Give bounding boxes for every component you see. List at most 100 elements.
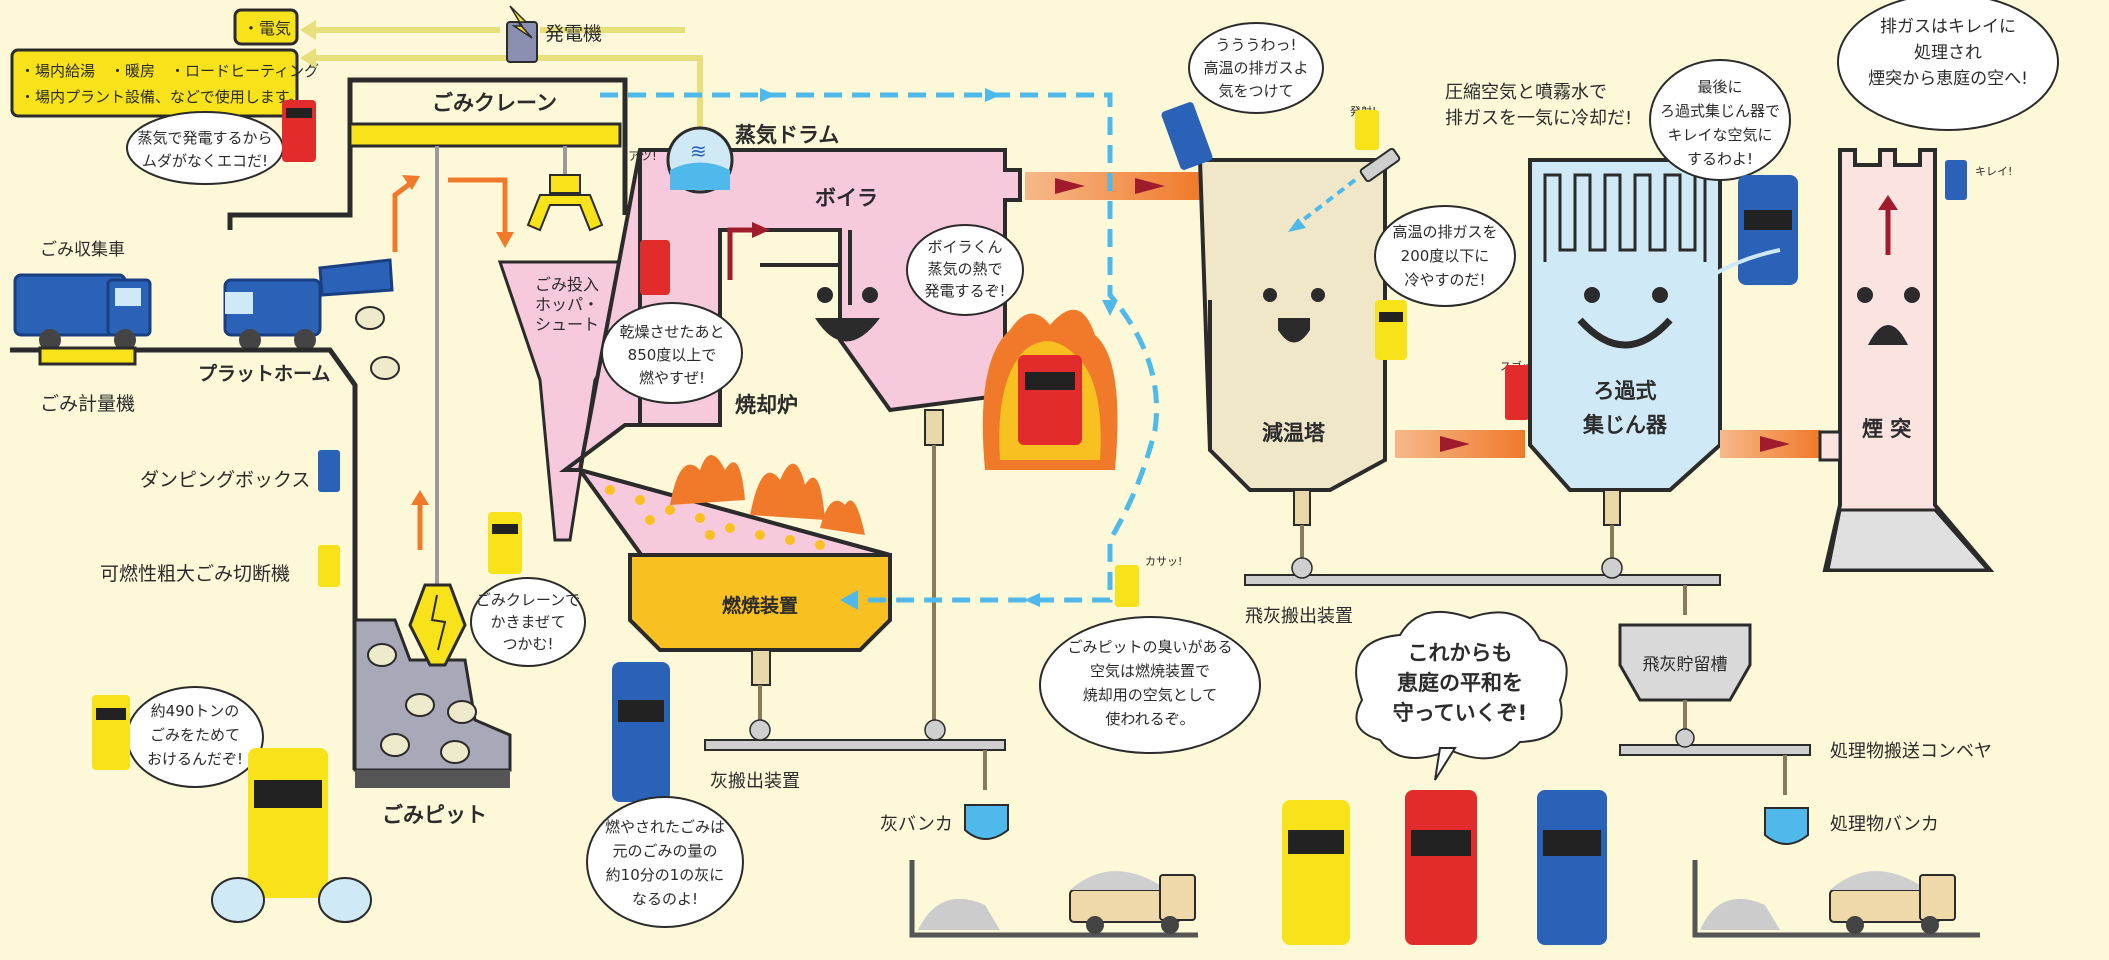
fly-ash-conveyor-label: 飛灰搬出装置: [1245, 606, 1353, 627]
incinerator-boiler: ボイラ 焼却炉: [559, 148, 1022, 562]
hot-gas-line1: うううわっ!: [1215, 36, 1296, 54]
fly-ash-tank: 飛灰貯留槽: [1618, 623, 1752, 735]
hot-gas-line2: 高温の排ガスよ: [1203, 59, 1308, 77]
chimney-inlet: [1818, 430, 1842, 462]
crane-mix-line1: ごみクレーンで: [476, 591, 580, 609]
ash-tenth-line3: 約10分の1の灰に: [606, 866, 725, 884]
ash-bunker-floor: [909, 860, 1198, 938]
crane-mix-line2: かきまぜて: [490, 613, 565, 631]
product-bunker-floor: [1692, 860, 1980, 938]
shredder-label: 可燃性粗大ごみ切断機: [100, 563, 290, 585]
dump-truck-left-icon: [1069, 871, 1196, 934]
blue-hero-team-icon: [1537, 790, 1607, 945]
filter-clean-line2: ろ過式集じん器で: [1660, 102, 1780, 120]
store-490-line2: ごみをためて: [150, 726, 240, 744]
chimney-mouth: [1868, 325, 1908, 345]
steam-use-arrowhead: [300, 48, 316, 68]
ash-bunker: 灰バンカ: [880, 804, 1198, 938]
uses-line2: ・場内プラント設備、などで使用します。: [20, 88, 303, 106]
filter-outlet: [1603, 489, 1621, 526]
filter-clean-line4: するわよ!: [1687, 150, 1753, 168]
cooling-tower-label: 減温塔: [1262, 421, 1326, 445]
cooling-eye-right: [1311, 288, 1325, 302]
fly-ash-pile-2: [1601, 557, 1623, 579]
product-conveyor-label: 処理物搬送コンベヤ: [1830, 741, 1992, 762]
cool-200-line1: 高温の排ガスを: [1392, 223, 1497, 241]
pit-label: ごみピット: [382, 803, 487, 827]
platform-label: プラットホーム: [198, 362, 330, 385]
yellow-hero-small-6: [92, 695, 130, 770]
peace-bubble: これからも 恵庭の平和を 守っていくぞ!: [1355, 610, 1568, 781]
hopper-chute: ごみ投入 ホッパ・ シュート: [497, 260, 620, 542]
red-hero-team-icon: [1405, 790, 1477, 945]
chimney-base: [1826, 508, 1992, 572]
crane-rail: [348, 122, 622, 148]
pit-air-arrowhead-top1: [760, 88, 776, 102]
filter-clean-bubble: 最後に ろ過式集じん器で キレイな空気に するわよ!: [1649, 59, 1791, 181]
filter-line1: ろ過式: [1594, 379, 1657, 403]
spray-nozzle-icon: [1288, 147, 1401, 232]
eco-line2: ムダがなくエコだ!: [142, 152, 268, 170]
chimney-label: 煙 突: [1862, 417, 1911, 441]
ash-tenth-line2: 元のごみの量の: [612, 842, 717, 860]
uses-line1: ・場内給湯 ・暖房 ・ロードヒーティング: [20, 62, 319, 80]
dry-burn-line3: 燃やすぜ!: [639, 369, 705, 387]
crane-mix-line3: つかむ!: [502, 635, 553, 653]
crane-drop-arrow: [448, 177, 508, 235]
boiler-label: ボイラ: [815, 186, 878, 210]
hopper-line1: ごみ投入: [535, 275, 599, 294]
blue-hero-small-3: [1945, 160, 1967, 200]
pit-garbage-bags: [367, 643, 477, 764]
filter-smile: [1577, 317, 1673, 349]
store-490-bubble: 約490トンの ごみをためて おけるんだぞ!: [126, 686, 264, 788]
crane-label: ごみクレーン: [432, 91, 557, 115]
chimney-up-arrowhead: [1878, 195, 1898, 210]
dump-truck-right-icon: [1829, 871, 1956, 934]
crane-lift-arrow: [392, 178, 417, 252]
dry-burn-line2: 850度以上で: [628, 346, 717, 364]
burning-waste-dots: [605, 485, 825, 550]
ash-tenth-bubble: 燃やされたごみは 元のごみの量の 約10分の1の灰に なるのよ!: [586, 796, 744, 928]
compress-air-line1: 圧縮空気と噴霧水で: [1445, 82, 1607, 103]
pit-air-arrowhead-right: [1102, 300, 1118, 316]
pit-smell-line3: 焼却用の空気として: [1083, 686, 1218, 704]
yellow-hero-large-icon: [211, 748, 372, 923]
filter-clean-line1: 最後に: [1697, 78, 1742, 96]
crane-grab-closed-icon: [408, 583, 467, 667]
hopper-line2: ホッパ・: [535, 295, 599, 314]
generator-label: 発電機: [545, 23, 602, 45]
cooling-eye-left: [1263, 288, 1277, 302]
ash-bunker-label: 灰バンカ: [880, 814, 953, 835]
pit-air-arrowhead-top2: [985, 88, 1001, 102]
fly-ash-pile-1: [1291, 557, 1313, 579]
yellow-hero-small-2: [1355, 110, 1379, 150]
boiler-eye-left: [817, 287, 833, 303]
electricity-box: [233, 8, 299, 46]
kirei-sfx: キレイ!: [1975, 165, 2012, 178]
cooling-tower: 減温塔: [1197, 158, 1387, 526]
yellow-hero-team-icon: [1282, 800, 1350, 945]
garbage-pit: ごみピット: [353, 618, 512, 827]
hopper-line3: シュート: [535, 315, 599, 334]
peace-line3: 守っていくぞ!: [1393, 701, 1528, 725]
cooling-tongue: [1278, 318, 1310, 343]
red-hero-small-1: [282, 100, 316, 162]
pit-floor: [355, 770, 510, 788]
incinerator-label: 焼却炉: [735, 393, 798, 417]
ash-pile: [918, 898, 1000, 930]
product-bunker-label: 処理物バンカ: [1830, 814, 1939, 835]
pit-air-arrowhead-bottom: [1024, 593, 1040, 607]
kasatsu-sfx: カサッ!: [1145, 555, 1182, 568]
crane-lift-arrowhead: [402, 175, 420, 190]
boiler-kun-bubble: ボイラくん 蒸気の熱で 発電するぞ!: [906, 224, 1024, 316]
product-pile: [1700, 898, 1780, 930]
hot-sfx: アツ!: [628, 149, 657, 163]
crane-group: ごみクレーン: [227, 77, 628, 667]
hot-gas-bubble: うううわっ! 高温の排ガスよ 気をつけて: [1188, 22, 1324, 114]
filter-line2: 集じん器: [1582, 413, 1668, 437]
cool-200-bubble: 高温の排ガスを 200度以下に 冷やすのだ!: [1374, 205, 1516, 307]
ash-conveyor: 灰搬出装置: [704, 719, 1006, 792]
fly-ash-tank-label: 飛灰貯留槽: [1643, 655, 1728, 675]
boiler-kun-line1: ボイラくん: [927, 238, 1002, 256]
cooling-outlet: [1293, 489, 1311, 526]
